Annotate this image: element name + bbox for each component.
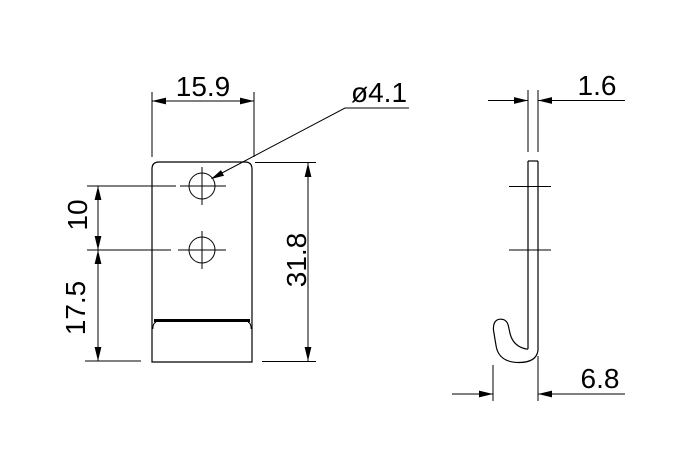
plate-outline xyxy=(151,161,253,363)
arrowhead xyxy=(538,97,552,104)
dim-height-label: 31.8 xyxy=(281,233,312,288)
side-view: 1.6 6.8 xyxy=(452,70,625,401)
leader-hole-diameter: ø4.1 xyxy=(211,77,409,179)
bend-line-right-curl xyxy=(247,321,252,330)
arrowhead xyxy=(94,347,102,361)
arrowhead xyxy=(94,236,102,250)
arrowhead xyxy=(94,250,102,264)
front-view: 15.9 ø4.1 10 17.5 xyxy=(60,71,409,363)
arrowhead xyxy=(304,347,312,361)
dim-lower-section-label: 17.5 xyxy=(60,281,91,336)
dim-hook-depth: 6.8 xyxy=(452,356,625,401)
dim-hole-spacing-label: 10 xyxy=(62,199,93,230)
arrowhead xyxy=(94,186,102,200)
leader-line xyxy=(211,107,409,179)
dim-hole-spacing: 10 xyxy=(62,185,176,251)
dim-width: 15.9 xyxy=(151,71,255,157)
dim-height: 31.8 xyxy=(255,162,316,362)
arrowhead xyxy=(538,390,552,398)
dim-width-label: 15.9 xyxy=(176,71,231,102)
bend-line-left-curl xyxy=(152,321,157,330)
arrowhead xyxy=(152,97,166,105)
dim-hook-depth-label: 6.8 xyxy=(581,363,620,394)
hook-profile xyxy=(492,318,539,364)
dim-lower-section: 17.5 xyxy=(60,250,141,362)
arrowhead xyxy=(240,97,254,105)
arrowhead xyxy=(304,163,312,177)
hole-diameter-label: ø4.1 xyxy=(351,77,407,108)
dim-thickness-label: 1.6 xyxy=(578,70,617,101)
arrowhead xyxy=(211,170,224,179)
arrowhead xyxy=(479,390,493,398)
arrowhead xyxy=(514,97,528,104)
dim-thickness: 1.6 xyxy=(488,70,625,152)
